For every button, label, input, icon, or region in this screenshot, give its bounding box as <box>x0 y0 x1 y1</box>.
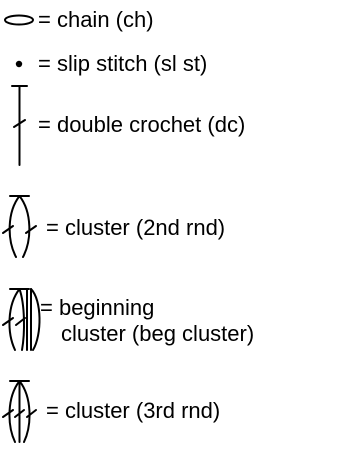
beginning-cluster-label-line1: = beginning <box>40 295 155 320</box>
slip-stitch-label: = slip stitch (sl st) <box>38 51 208 76</box>
double-crochet-label: = double crochet (dc) <box>38 112 246 137</box>
double-crochet-icon <box>11 85 28 166</box>
chain-label: = chain (ch) <box>38 7 154 32</box>
cluster-2nd-round-label: = cluster (2nd rnd) <box>46 215 226 240</box>
chain-icon <box>4 14 34 26</box>
cluster-2nd-round-icon <box>2 195 37 258</box>
slip-stitch-icon <box>15 60 23 68</box>
cluster-3rd-round-icon <box>2 380 37 443</box>
beginning-cluster-icon <box>2 288 41 351</box>
cluster-3rd-round-label: = cluster (3rd rnd) <box>46 398 221 423</box>
beginning-cluster-label: = beginning cluster (beg cluster) <box>40 295 254 347</box>
beginning-cluster-label-line2: cluster (beg cluster) <box>61 321 255 346</box>
